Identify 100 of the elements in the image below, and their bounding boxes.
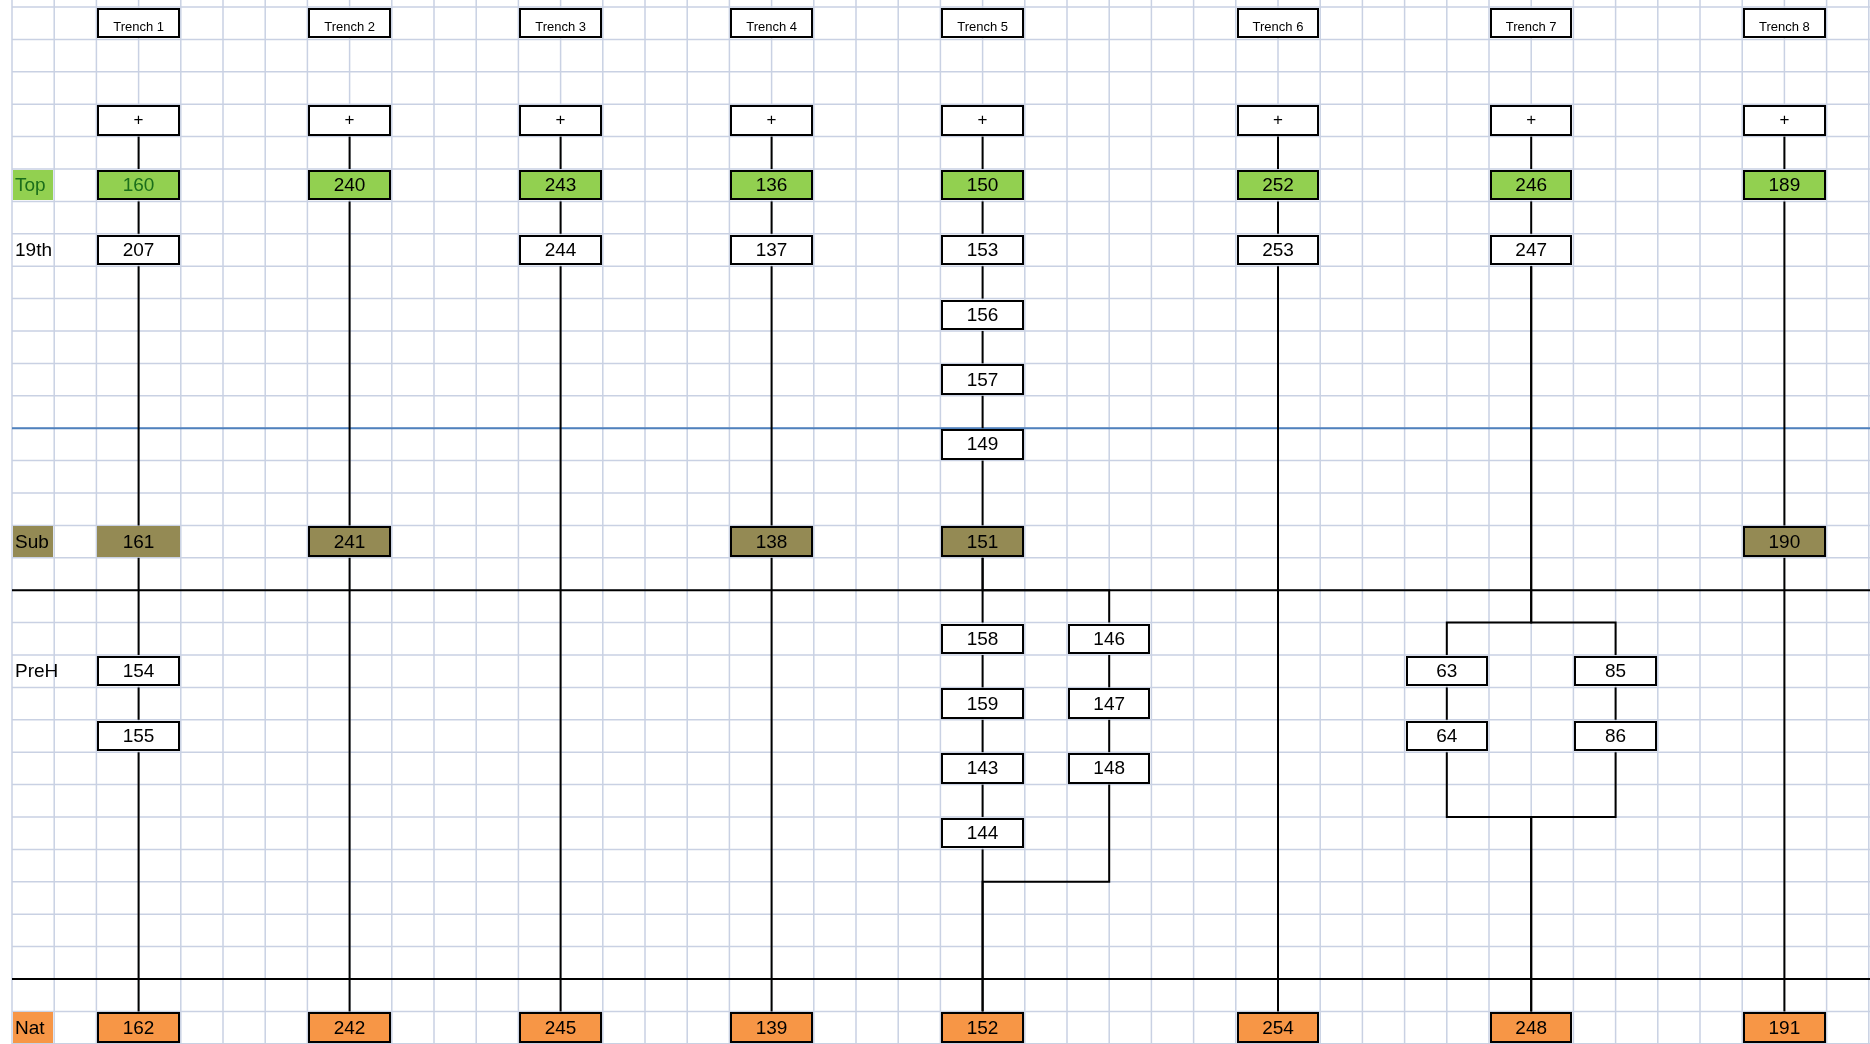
context-box: 139: [730, 1012, 813, 1043]
context-box: 246: [1490, 170, 1573, 201]
context-box: 254: [1236, 1012, 1320, 1043]
context-box: 242: [308, 1012, 391, 1043]
context-box: +: [308, 105, 391, 136]
stratigraphic-link: [1783, 135, 1786, 170]
context-box: 162: [97, 1012, 180, 1043]
context-box: 85: [1574, 656, 1657, 687]
context-box: 240: [308, 170, 391, 201]
stratigraphic-link: [981, 394, 984, 430]
stratigraphic-link: [1530, 200, 1533, 235]
context-box: 161: [97, 526, 180, 557]
trench-header-box: Trench 4: [730, 8, 813, 39]
stratigraphic-link: [981, 200, 984, 235]
context-box: 155: [97, 720, 180, 752]
stratigraphic-link: [1277, 265, 1279, 1013]
context-box: 86: [1574, 720, 1657, 752]
trench-header-box: Trench 7: [1490, 8, 1573, 39]
stratigraphic-link: [348, 556, 351, 1013]
stratigraphic-link: [981, 556, 1111, 624]
context-box: 157: [941, 364, 1024, 395]
stratigraphic-link: [559, 265, 562, 1013]
context-box: +: [730, 105, 813, 136]
context-box: +: [1490, 105, 1573, 136]
context-box: 252: [1236, 170, 1320, 201]
phase-label: Nat: [13, 1012, 54, 1043]
stratigraphic-link: [137, 751, 140, 1013]
context-box: 144: [941, 818, 1024, 849]
context-box: 248: [1490, 1012, 1573, 1043]
trench-header-box: Trench 8: [1743, 8, 1826, 39]
context-box: 151: [941, 526, 1024, 557]
context-box: 63: [1405, 656, 1488, 687]
phase-label: 19th: [15, 238, 52, 262]
trench-header-box: Trench 6: [1236, 8, 1320, 39]
context-box: 241: [308, 526, 391, 557]
stratigraphic-link: [348, 200, 351, 527]
stratigraphic-link: [1530, 135, 1533, 170]
context-box: 149: [941, 429, 1024, 460]
stratigraphic-link: [981, 783, 984, 818]
context-box: 146: [1068, 623, 1151, 654]
context-box: 64: [1405, 720, 1488, 752]
stratigraphic-link: [770, 135, 773, 170]
context-box: 154: [97, 656, 180, 687]
trench-header-box: Trench 3: [519, 8, 602, 39]
stratigraphic-link: [770, 556, 773, 1013]
stratigraphic-link: [1108, 654, 1111, 689]
context-box: 153: [941, 234, 1024, 266]
stratigraphic-link: [1614, 686, 1617, 721]
context-box: 253: [1236, 234, 1320, 266]
context-box: 136: [730, 170, 813, 201]
stratigraphic-link: [1530, 751, 1617, 1013]
trench-header-box: Trench 1: [97, 8, 180, 39]
context-box: +: [97, 105, 180, 136]
stratigraphic-link: [137, 200, 140, 235]
stratigraphic-link: [1783, 200, 1786, 527]
context-box: 247: [1490, 234, 1573, 266]
stratigraphic-link: [559, 135, 562, 170]
stratigraphic-link: [1783, 556, 1786, 1013]
stratigraphic-link: [1445, 686, 1448, 721]
context-box: 143: [941, 753, 1024, 784]
phase-label: Sub: [13, 526, 54, 557]
context-box: 207: [97, 234, 180, 266]
context-box: +: [519, 105, 602, 136]
context-box: 152: [941, 1012, 1024, 1043]
context-box: 191: [1743, 1012, 1826, 1043]
stratigraphic-link: [981, 135, 984, 170]
stratigraphic-link: [1277, 135, 1279, 170]
stratigraphic-link: [137, 265, 140, 527]
stratigraphic-link: [981, 654, 984, 689]
context-box: 245: [519, 1012, 602, 1043]
stratigraphic-link: [559, 200, 562, 235]
stratigraphic-link: [1530, 265, 1617, 656]
phase-label: PreH: [15, 659, 59, 684]
context-box: 244: [519, 234, 602, 266]
context-box: 189: [1743, 170, 1826, 201]
context-box: 159: [941, 688, 1024, 719]
phase-label: Top: [13, 170, 54, 201]
context-box: 150: [941, 170, 1024, 201]
stratigraphic-link: [981, 783, 1111, 1013]
context-box: 147: [1068, 688, 1151, 719]
context-box: +: [941, 105, 1024, 136]
context-box: 137: [730, 234, 813, 266]
stratigraphic-link: [1277, 200, 1279, 235]
stratigraphic-link: [137, 556, 140, 656]
stratigraphic-link: [981, 330, 984, 365]
trench-header-box: Trench 2: [308, 8, 391, 39]
context-box: 138: [730, 526, 813, 557]
trench-header-box: Trench 5: [941, 8, 1024, 39]
stratigraphic-link: [981, 718, 984, 754]
stratigraphic-link: [137, 686, 140, 721]
stratigraphic-link: [137, 135, 140, 170]
context-box: +: [1236, 105, 1320, 136]
context-box: 156: [941, 299, 1024, 330]
stratigraphic-link: [981, 459, 984, 527]
stratigraphic-link: [1108, 718, 1111, 754]
context-box: 243: [519, 170, 602, 201]
context-box: 160: [97, 170, 180, 201]
stratigraphic-link: [348, 135, 351, 170]
context-box: 158: [941, 623, 1024, 654]
context-box: 190: [1743, 526, 1826, 557]
